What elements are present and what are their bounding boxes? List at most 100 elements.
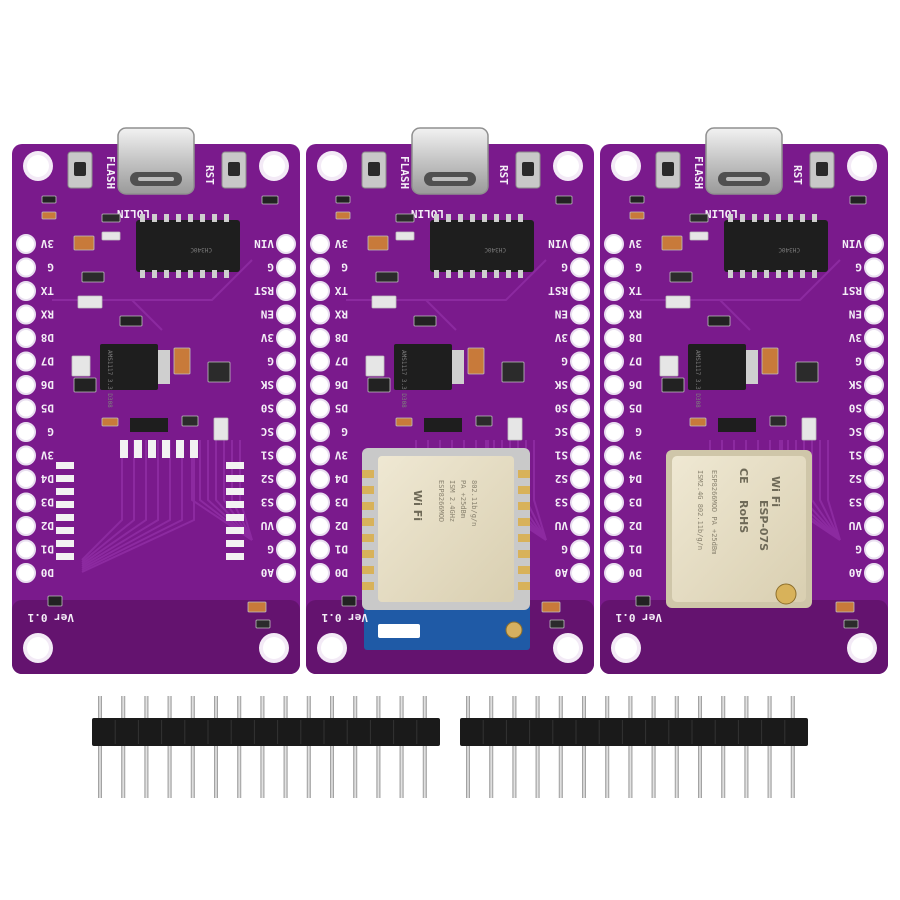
pin-pad-right (570, 304, 590, 325)
pin-label-left: D0 (41, 566, 54, 579)
pin-pad-left (310, 257, 330, 278)
module-pad (226, 553, 244, 560)
pin-label-left: RX (40, 308, 54, 321)
pin-label-right: RST (548, 284, 568, 297)
pin-label-left: D3 (629, 496, 642, 509)
pin-label-left: D3 (41, 496, 54, 509)
smd-component (371, 295, 397, 309)
module-pad (56, 501, 74, 508)
pin-label-right: VU (554, 519, 568, 532)
pin-pad-right (570, 328, 590, 348)
smd-component (367, 377, 391, 393)
pin-label-right: S0 (555, 402, 568, 415)
regulator-label: AMS1117 3.3 D308 (694, 350, 701, 408)
pin-label-left: 3V (40, 449, 54, 462)
pin-label-left: D8 (41, 331, 54, 344)
pin-pad-left (16, 398, 36, 419)
pin-label-right: G (561, 261, 568, 274)
header-pin (558, 696, 563, 798)
pin-pad-left (16, 234, 36, 254)
pin-pad-left (16, 563, 36, 583)
pin-label-left: 3V (334, 237, 348, 250)
pin-pad-left (604, 328, 624, 348)
module-pad (176, 440, 184, 458)
pin-label-left: 3V (40, 237, 54, 250)
pin-label-right: S2 (261, 472, 274, 485)
pin-pad-left (604, 281, 624, 301)
pin-pad-left (604, 375, 624, 395)
header-pin (260, 696, 265, 798)
header-pin (721, 696, 726, 798)
pin-label-left: 3V (334, 449, 348, 462)
header-pin (144, 696, 149, 798)
pin-label-left: D7 (335, 355, 348, 368)
smd-component (367, 235, 389, 251)
rst-label: RST (497, 165, 510, 185)
header-pin (306, 696, 311, 798)
pin-pad-right (276, 469, 296, 489)
pin-label-right: S1 (260, 449, 274, 462)
header-pin (466, 696, 470, 798)
pin-label-left: G (47, 261, 54, 274)
pin-label-left: D0 (629, 566, 642, 579)
pin-pad-right (864, 281, 884, 301)
smd-component (213, 417, 229, 441)
pin-label-left: D5 (41, 402, 54, 415)
ipex-connector (775, 583, 797, 605)
header-pin (283, 696, 288, 798)
pin-label-right: G (267, 355, 274, 368)
header-pin (489, 696, 494, 798)
module-pad (56, 475, 74, 482)
pin-label-right: G (855, 543, 862, 556)
usb-serial-chip-label: CH340C (778, 246, 800, 253)
pin-pad-left (604, 351, 624, 372)
pin-pad-left (16, 492, 36, 513)
header-plastic (92, 718, 440, 746)
header-pin (214, 696, 218, 798)
pin-label-right: VU (848, 519, 862, 532)
pin-label-right: 3V (260, 331, 274, 344)
pin-label-left: D8 (629, 331, 642, 344)
pin-label-right: G (855, 355, 862, 368)
version-label: Ver 0.1 (27, 611, 74, 624)
module-pad (56, 462, 74, 469)
pin-label-left: D2 (629, 519, 642, 532)
smd-component (247, 601, 267, 613)
module-pad (226, 501, 244, 508)
smd-component (207, 361, 231, 383)
smd-component (335, 211, 351, 220)
flash-label: FLASH (398, 156, 411, 189)
pin-label-right: A0 (261, 566, 274, 579)
pin-label-right: G (267, 261, 274, 274)
smd-component (335, 195, 351, 204)
smd-component (341, 595, 357, 607)
smd-component (689, 417, 707, 427)
smd-component (467, 347, 485, 375)
rohs-mark: RoHS (737, 500, 750, 533)
module-pad (56, 540, 74, 547)
pin-label-left: G (635, 425, 642, 438)
wifi-logo: Wi Fi (769, 476, 782, 507)
pin-pad-right (864, 398, 884, 419)
pin-pad-left (310, 563, 330, 583)
pin-pad-left (16, 422, 36, 442)
pin-pad-right (570, 563, 590, 583)
pin-pad-left (604, 398, 624, 419)
header-pin (790, 696, 795, 798)
smd-component (835, 601, 855, 613)
pin-pad-left (604, 492, 624, 513)
smd-component (659, 355, 679, 377)
pin-pad-right (276, 234, 296, 254)
smd-component (181, 415, 199, 427)
pin-pad-left (16, 351, 36, 372)
smd-component (549, 619, 565, 629)
version-label: Ver 0.1 (615, 611, 662, 624)
flash-label: FLASH (104, 156, 117, 189)
voltage-regulator (688, 344, 746, 390)
module-pad (226, 527, 244, 534)
pin-pad-right (276, 445, 296, 466)
pin-pad-right (276, 328, 296, 348)
lolin-logo: LOLIN (705, 207, 738, 220)
pin-label-left: D2 (41, 519, 54, 532)
